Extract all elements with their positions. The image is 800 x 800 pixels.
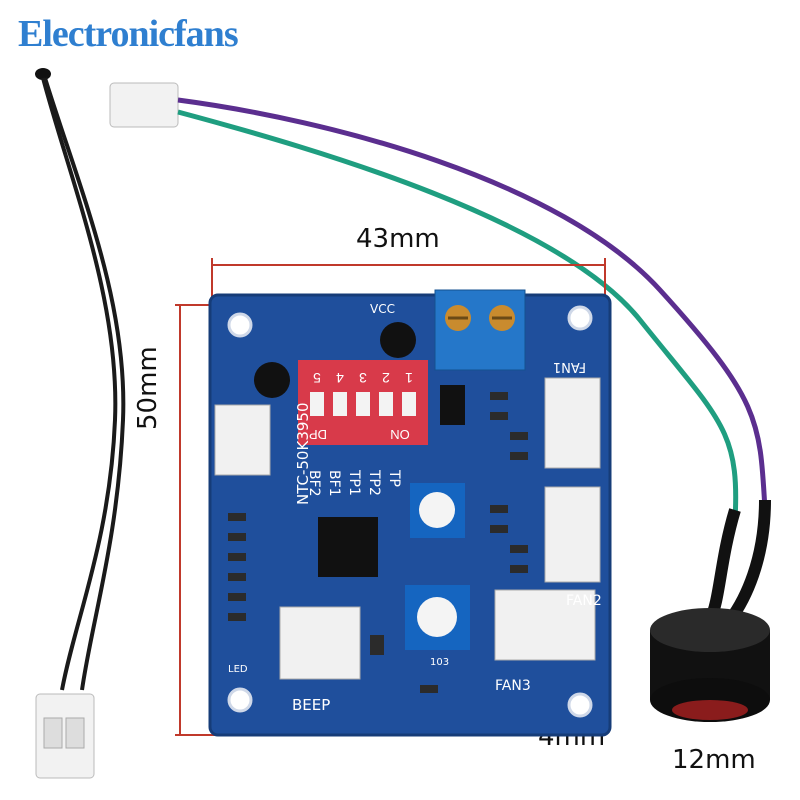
vcc-label: VCC (370, 302, 395, 316)
dip-label: DP (309, 427, 327, 442)
pcb-board: 5 4 3 2 1 DP ON NTC-50K3950 TP1 TP2 BF1 … (208, 289, 612, 737)
fan1-label: FAN1 (553, 359, 586, 374)
fan-connectors (214, 377, 601, 680)
fan2-label: FAN2 (566, 593, 602, 609)
ntc-thermistor-probe (35, 68, 126, 691)
dip-number: 4 (336, 370, 344, 386)
dip-label: ON (390, 427, 410, 442)
led-label: LED (228, 664, 248, 675)
tp1-label: TP1 (346, 469, 362, 496)
potentiometer: 103 (405, 483, 470, 668)
beep-label: BEEP (292, 696, 330, 714)
tp2-label: TP2 (366, 469, 382, 496)
tp-label: TP (386, 469, 402, 487)
smd-components (228, 385, 528, 693)
mounting-hole (227, 312, 253, 338)
buzzer-wire-connector (109, 82, 179, 128)
buzzer (650, 608, 770, 722)
width-dimension-label: 43mm (356, 224, 440, 254)
dip-switch: 5 4 3 2 1 DP ON (298, 360, 428, 445)
ic-chip (318, 517, 378, 577)
pot-code: 103 (430, 657, 449, 668)
brand-logo: Electronicfans (18, 13, 239, 55)
dip-number: 3 (359, 370, 367, 386)
dip-number: 5 (313, 370, 321, 386)
dip-number: 2 (382, 370, 390, 386)
thermistor-connector (35, 693, 95, 779)
electrolytic-capacitor (254, 322, 416, 398)
buzzer-wires (109, 82, 771, 624)
fan3-label: FAN3 (495, 678, 531, 694)
buzzer-dimension-label: 12mm (672, 745, 756, 775)
mounting-hole (227, 687, 253, 713)
dimension-lines (175, 258, 606, 736)
ntc-label: NTC-50K3950 (294, 403, 312, 506)
screw-terminal (434, 289, 526, 371)
bf1-label: BF1 (326, 470, 342, 497)
bf2-label: BF2 (306, 470, 322, 497)
dip-number: 1 (405, 370, 413, 386)
mounting-hole (567, 692, 593, 718)
mounting-hole (567, 305, 593, 331)
